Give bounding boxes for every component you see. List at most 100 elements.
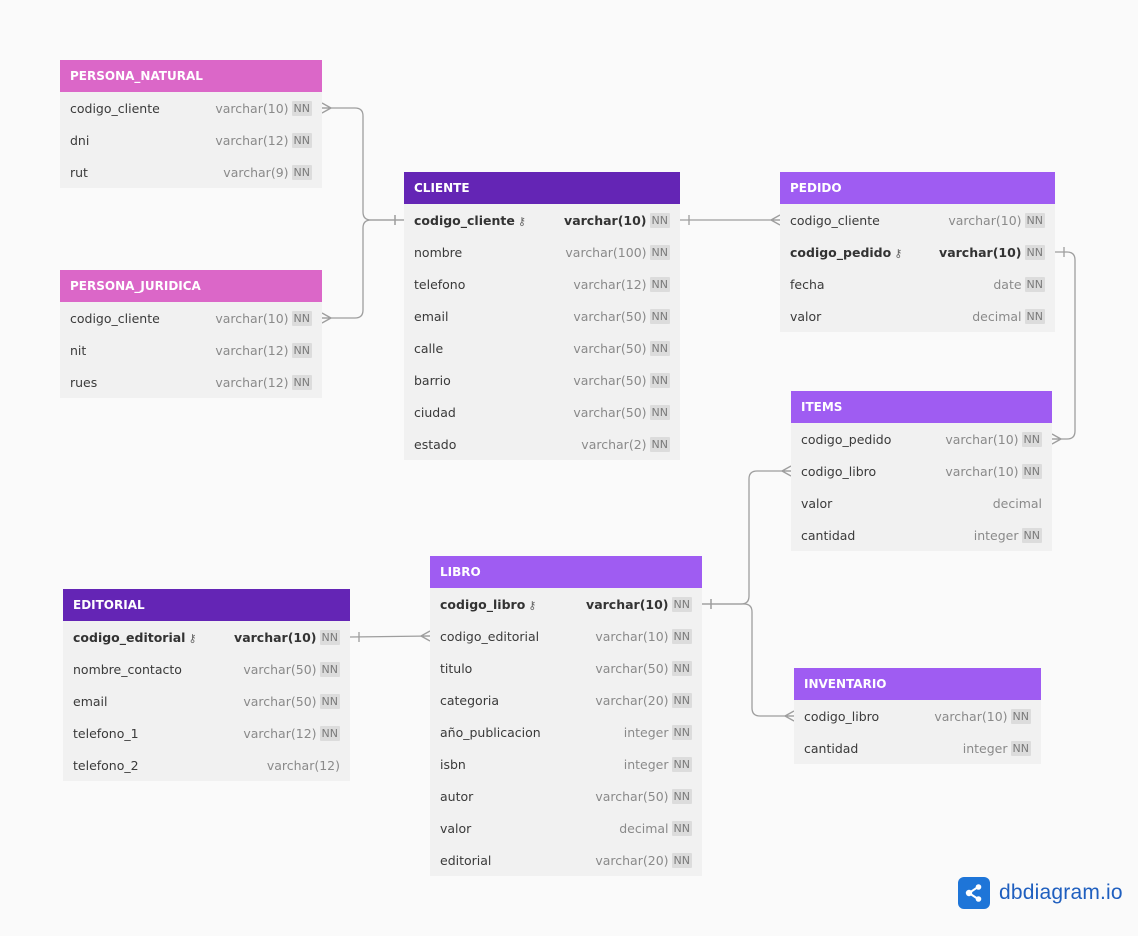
field-name: ciudad [414,405,573,420]
not-null-badge: NN [671,628,692,644]
field-name: email [414,309,573,324]
not-null-badge: NN [291,132,312,148]
field-name-text: titulo [440,660,473,676]
field-name-text: año_publicacion [440,724,541,740]
relationship-line [1052,251,1076,440]
field-name: categoria [440,693,595,708]
not-null-badge: NN [671,820,692,836]
table-header[interactable]: LIBRO [430,556,702,588]
table-header[interactable]: CLIENTE [404,172,680,204]
key-icon: ⚷ [894,246,903,260]
field-name-text: isbn [440,756,466,772]
not-null-badge: NN [291,100,312,116]
field-type: decimal [619,820,669,836]
not-null-badge: NN [671,596,692,612]
key-icon: ⚷ [188,631,197,645]
field-name: estado [414,437,581,452]
field-name-text: barrio [414,372,451,388]
field-name-text: cantidad [804,740,859,756]
not-null-badge: NN [291,374,312,390]
field-type: decimal [992,495,1042,511]
dbdiagram-logo[interactable]: dbdiagram.io [958,876,1123,910]
field-name-text: codigo_cliente [790,212,880,228]
not-null-badge: NN [671,660,692,676]
table-header[interactable]: EDITORIAL [63,589,350,621]
field-name-text: email [414,308,449,324]
not-null-badge: NN [319,629,340,645]
table-header[interactable]: INVENTARIO [794,668,1041,700]
field-row[interactable]: codigo_cliente⚷varchar(10)NN [404,204,680,236]
logo-text: dbdiagram.io [999,881,1123,904]
field-name-text: codigo_libro [804,708,880,724]
field-name: isbn [440,757,624,772]
field-name: cantidad [801,528,974,543]
field-name-text: codigo_cliente [70,100,160,116]
relationship-line [349,635,431,638]
not-null-badge: NN [1024,212,1045,228]
not-null-badge: NN [671,724,692,740]
field-name: fecha [790,277,993,292]
table-header[interactable]: PERSONA_JURIDICA [60,270,322,302]
table-header[interactable]: ITEMS [791,391,1052,423]
field-name-text: email [73,693,108,709]
field-name-text: calle [414,340,444,356]
not-null-badge: NN [1024,308,1045,324]
field-name: codigo_cliente [70,311,215,326]
not-null-badge: NN [291,342,312,358]
field-name-text: estado [414,436,457,452]
field-type: varchar(12) [215,132,289,148]
field-type: varchar(50) [573,372,647,388]
field-row[interactable]: codigo_pedido⚷varchar(10)NN [780,236,1055,268]
field-row[interactable]: codigo_libro⚷varchar(10)NN [430,588,702,620]
field-row[interactable]: codigo_editorial⚷varchar(10)NN [63,621,350,653]
table-header[interactable]: PERSONA_NATURAL [60,60,322,92]
not-null-badge: NN [291,164,312,180]
field-name-text: rut [70,164,88,180]
relationship-line [322,219,404,319]
not-null-badge: NN [1021,463,1042,479]
table-header[interactable]: PEDIDO [780,172,1055,204]
